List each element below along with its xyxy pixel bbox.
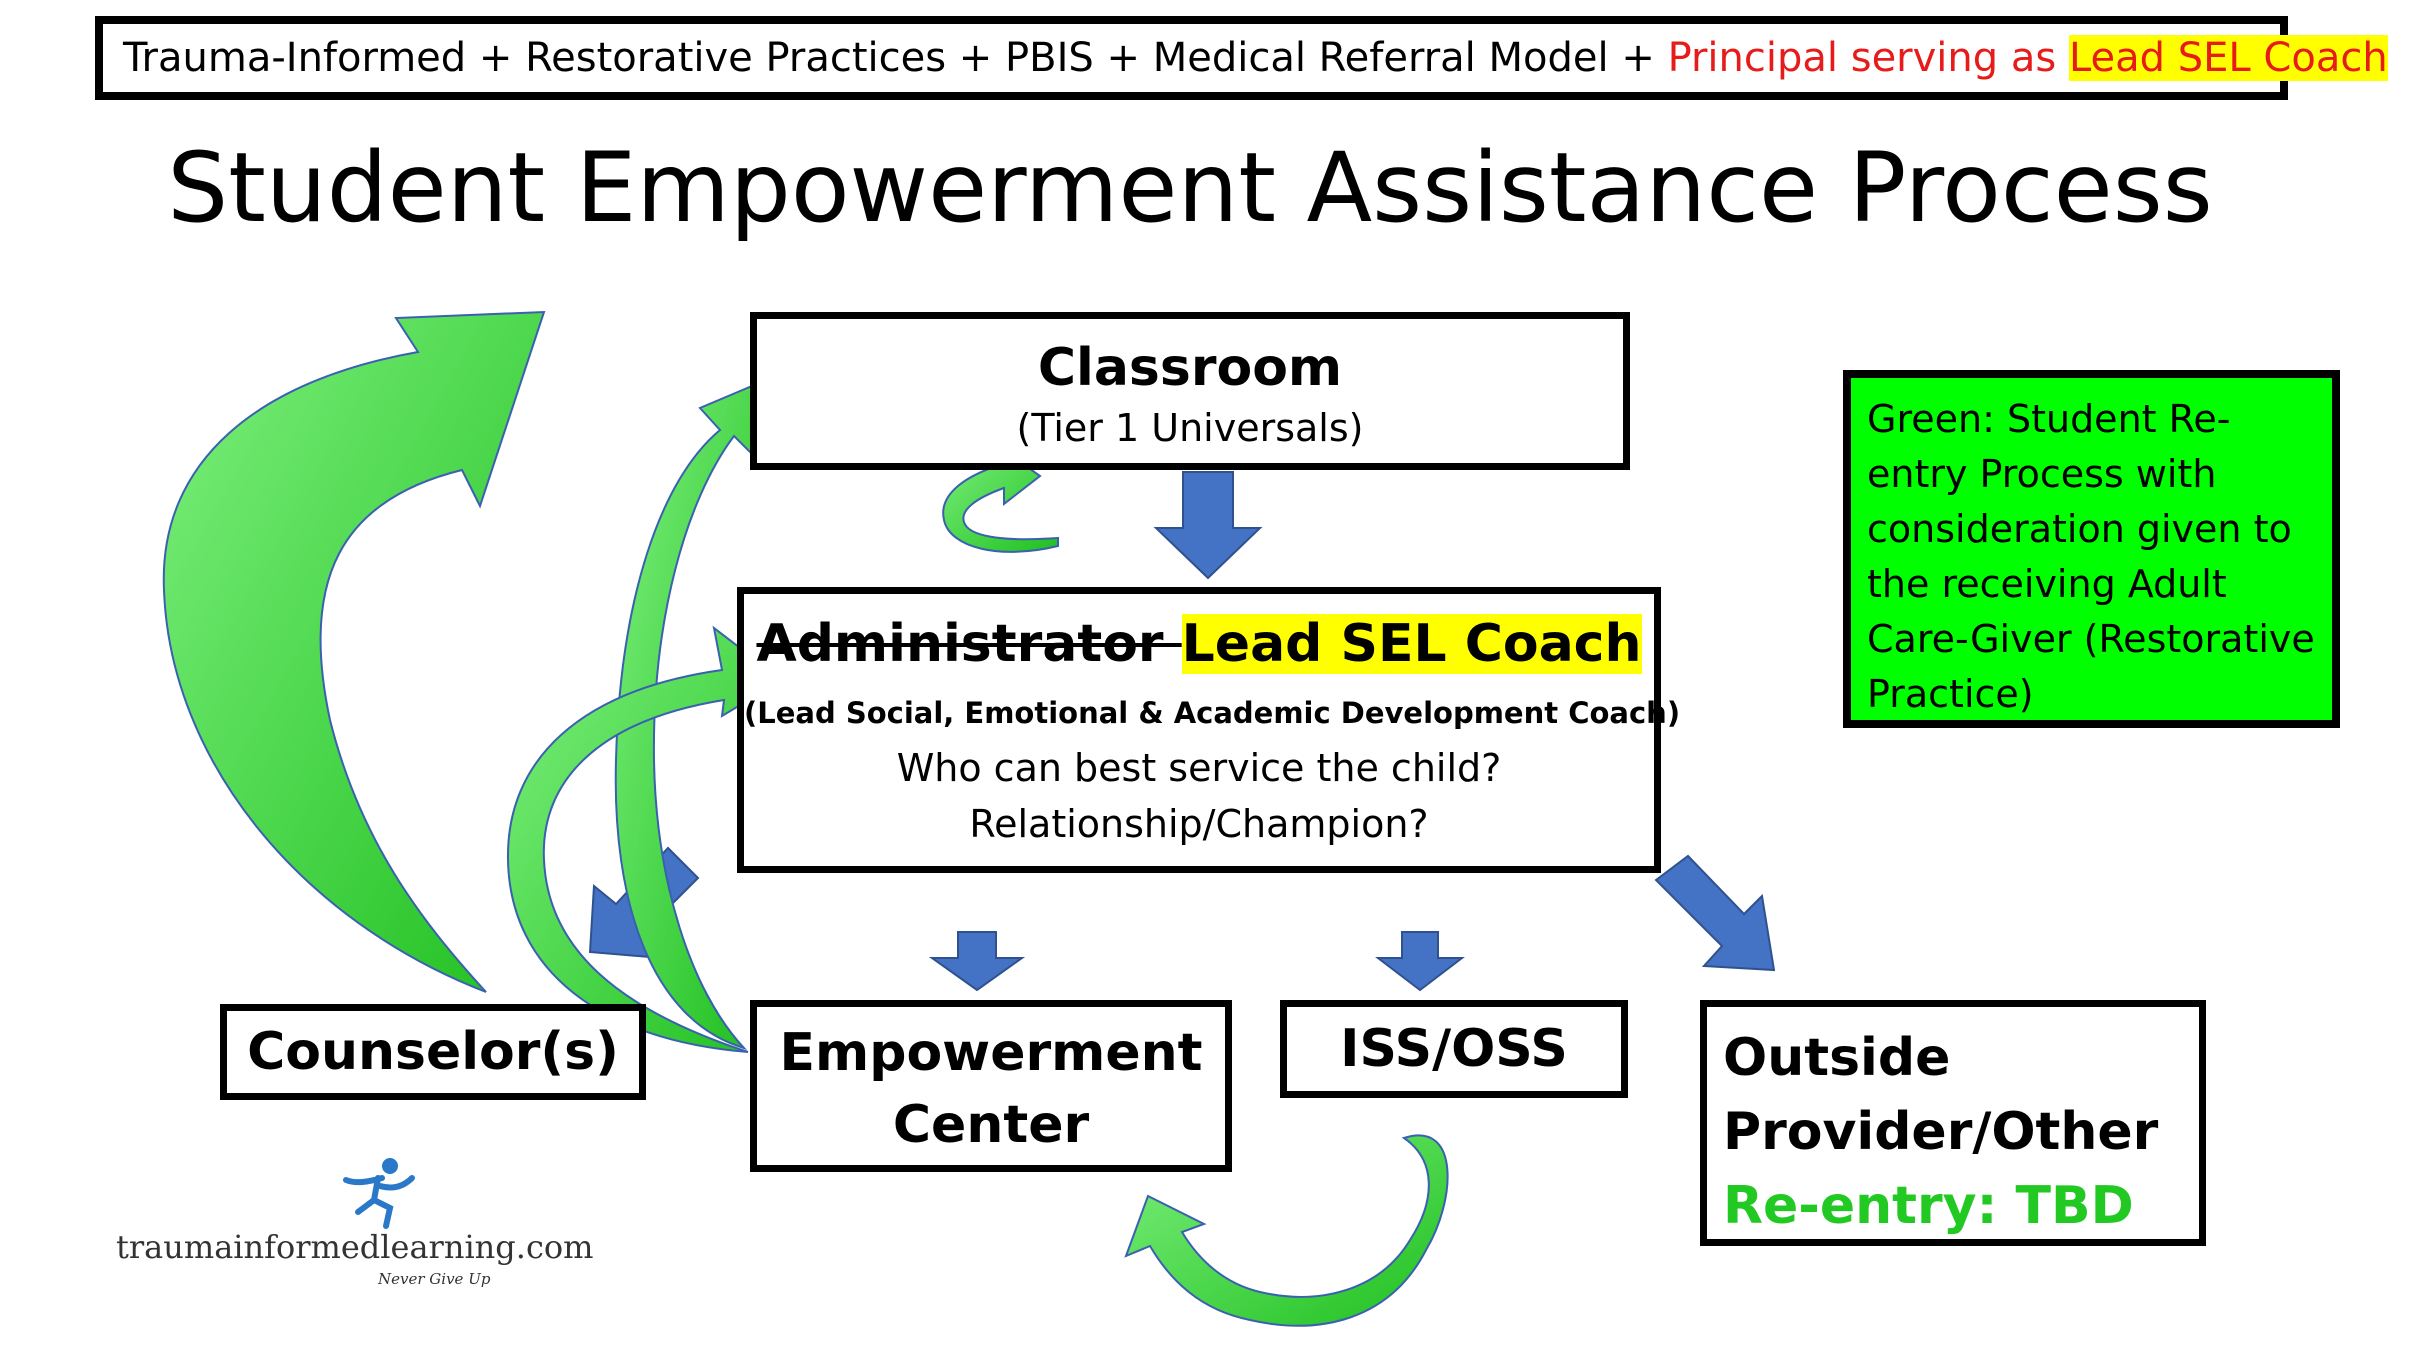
banner-lead-sel-coach: Lead SEL Coach <box>2068 35 2388 81</box>
arrow-classroom-to-coach <box>1153 471 1263 580</box>
lead-sel-coach-label: Lead SEL Coach <box>1181 614 1642 674</box>
runner-logo-icon <box>343 1158 415 1229</box>
green-arrow-empowerment-to-coach <box>506 625 784 1053</box>
banner-principal: Principal serving as <box>1667 35 2069 81</box>
outside-line-1: Outside <box>1723 1028 1951 1088</box>
empowerment-center-box: Empowerment Center <box>750 1000 1232 1172</box>
lead-sel-coach-box: Administrator Lead SEL Coach (Lead Socia… <box>737 587 1681 873</box>
classroom-box: Classroom (Tier 1 Universals) <box>750 312 1630 470</box>
iss-oss-box: ISS/OSS <box>1280 1000 1628 1098</box>
classroom-subtitle: (Tier 1 Universals) <box>1016 406 1364 450</box>
coach-question-2: Relationship/Champion? <box>969 802 1429 846</box>
reentry-tbd: Re-entry: TBD <box>1723 1176 2134 1236</box>
logo-site: traumainformedlearning.com <box>116 1228 594 1266</box>
empowerment-line-1: Empowerment <box>779 1023 1203 1083</box>
classroom-heading: Classroom <box>1037 338 1343 398</box>
counselor-box: Counselor(s) <box>220 1004 646 1100</box>
green-arrow-empowerment-to-classroom <box>614 384 753 1051</box>
coach-subtitle: (Lead Social, Emotional & Academic Devel… <box>744 696 1681 730</box>
logo-tagline: Never Give Up <box>378 1270 491 1288</box>
arrow-coach-to-outside <box>1654 854 1776 972</box>
banner-models: Trauma-Informed + Restorative Practices … <box>123 35 1668 81</box>
header-banner: Trauma-Informed + Restorative Practices … <box>95 16 2388 100</box>
arrow-coach-to-empowerment <box>928 931 1026 992</box>
empowerment-line-2: Center <box>892 1095 1090 1155</box>
coach-question-1: Who can best service the child? <box>896 746 1502 790</box>
coach-heading: Administrator Lead SEL Coach <box>744 612 1654 676</box>
legend-box: Green: Student Re-entry Process with con… <box>1843 370 2340 728</box>
outside-provider-box: Outside Provider/Other Re-entry: TBD <box>1700 1000 2206 1246</box>
green-arrow-counselor-to-classroom <box>162 310 546 993</box>
outside-line-2: Provider/Other <box>1723 1102 2159 1162</box>
green-arrow-iss-to-empowerment <box>1124 1134 1449 1327</box>
arrow-coach-to-iss <box>1375 931 1465 992</box>
administrator-struck: Administrator <box>756 614 1182 674</box>
page-title: Student Empowerment Assistance Process <box>167 132 2213 244</box>
